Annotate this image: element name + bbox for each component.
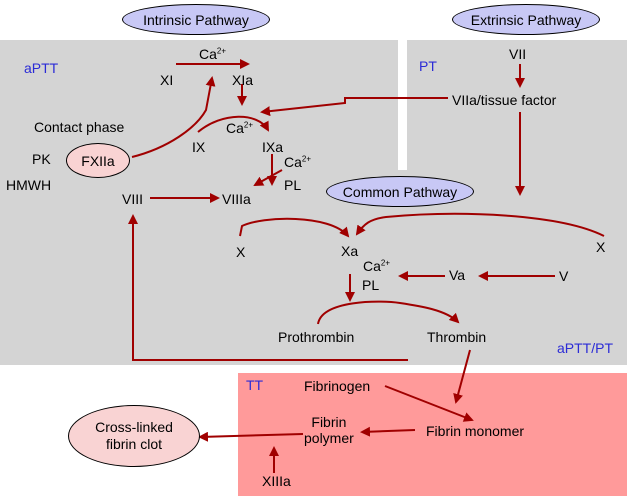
factor-xiiia: XIIIa [262, 473, 291, 489]
cross-linked-clot-oval: Cross-linked fibrin clot [68, 405, 200, 467]
arrow-viia-to-ix [260, 97, 448, 117]
arrow-ix-to-ixa [197, 115, 269, 133]
arrow-pl-to-viiia [253, 169, 283, 186]
arrow-x-to-xa-left [239, 217, 350, 238]
factor-viiia: VIIIa [222, 191, 251, 207]
prothrombin-label: Prothrombin [278, 329, 355, 345]
common-pathway-oval: Common Pathway [326, 176, 474, 207]
factor-x-left: X [236, 244, 246, 260]
factor-hmwh: HMWH [6, 177, 52, 193]
factor-ix: IX [192, 139, 206, 155]
common-pathway-label: Common Pathway [342, 183, 458, 200]
arrow-fxiia-to-xi [131, 76, 216, 158]
fxiia-oval: FXIIa [66, 143, 130, 178]
aptt-pt-label: aPTT/PT [557, 340, 614, 356]
pl-label-ixa: PL [284, 177, 302, 193]
thrombin-label: Thrombin [427, 329, 487, 345]
factor-pk: PK [32, 151, 51, 167]
arrow-polymer-to-clot [198, 431, 304, 442]
contact-phase-label: Contact phase [34, 119, 125, 135]
arrow-prothrombin-to-thrombin [317, 300, 460, 325]
ca-label-ixa: Ca2+ [284, 154, 312, 170]
ca-label-ix: Ca2+ [226, 120, 254, 136]
arrow-monomer-to-polymer [360, 426, 416, 437]
fibrin-monomer-label: Fibrin monomer [426, 423, 525, 439]
arrow-x-to-xa-right [355, 212, 605, 237]
clot-label-line-1: Cross-linked [95, 419, 173, 435]
fxiia-label: FXIIa [81, 152, 115, 169]
factor-xia: XIa [232, 72, 254, 88]
factor-viii: VIII [122, 191, 144, 207]
arrow-thrombin-to-fibrin [453, 349, 471, 404]
fibrin-polymer-label: Fibrin polymer [304, 414, 354, 446]
factor-ixa: IXa [262, 139, 284, 155]
factor-v: V [559, 268, 569, 284]
factor-xi: XI [160, 72, 174, 88]
factor-viia-tissue-factor: VIIa/tissue factor [452, 92, 557, 108]
ca-label-top: Ca2+ [199, 46, 227, 62]
intrinsic-pathway-oval: Intrinsic Pathway [122, 4, 270, 35]
extrinsic-pathway-label: Extrinsic Pathway [470, 11, 582, 28]
pt-label: PT [419, 58, 437, 74]
fibrinogen-label: Fibrinogen [304, 378, 371, 394]
tt-label: TT [246, 377, 264, 393]
extrinsic-pathway-oval: Extrinsic Pathway [452, 4, 600, 35]
factor-xa: Xa [341, 243, 359, 259]
factor-vii: VII [509, 46, 527, 62]
factor-va: Va [449, 267, 466, 283]
ca-label-xa: Ca2+ [363, 258, 391, 274]
clot-label-line-2: fibrin clot [105, 436, 163, 452]
pl-label-xa: PL [362, 277, 380, 293]
arrow-thrombin-feedback-viii [128, 214, 408, 361]
aptt-label: aPTT [24, 60, 59, 76]
factor-x-right: X [596, 239, 606, 255]
arrow-fibrinogen-to-monomer [384, 385, 474, 422]
intrinsic-pathway-label: Intrinsic Pathway [143, 11, 249, 28]
